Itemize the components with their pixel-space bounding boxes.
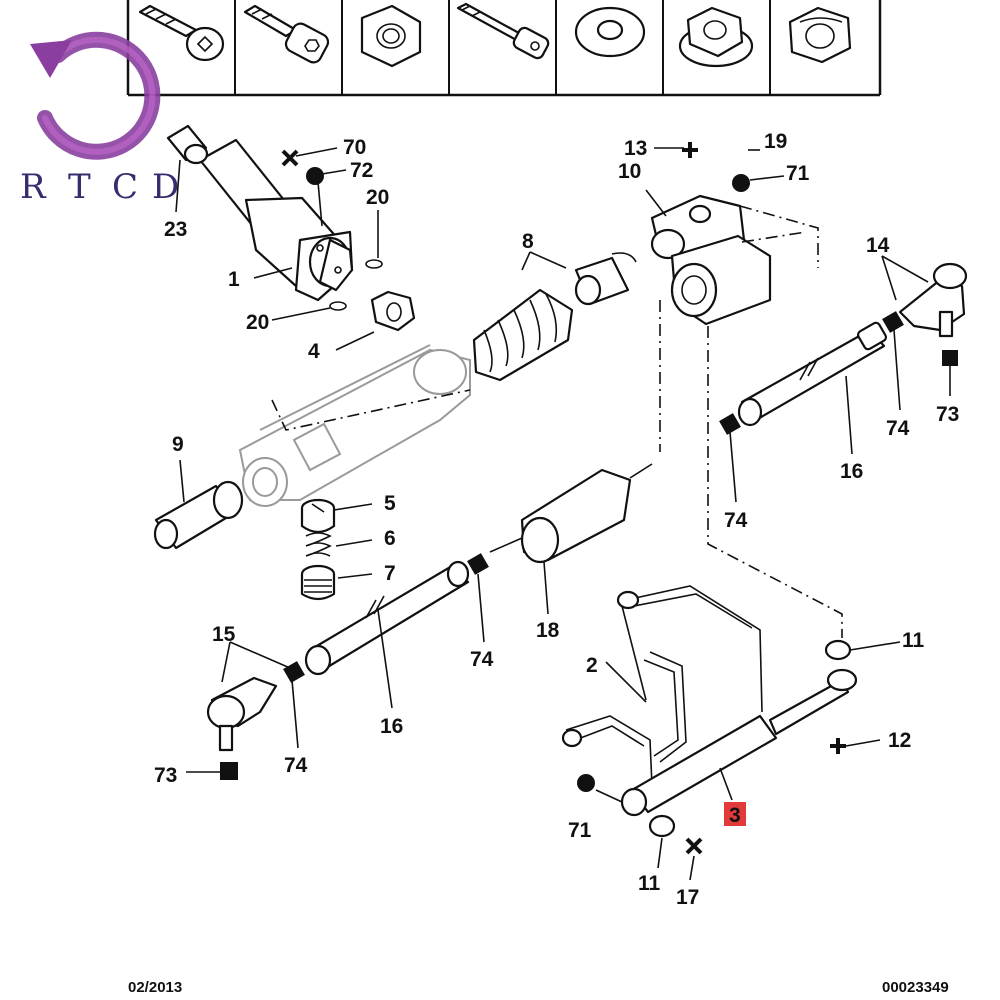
highlight-box-3: [724, 802, 746, 826]
leader-lines: [175, 147, 951, 881]
callout-11b: 11: [638, 872, 661, 895]
bush-part-11b: [648, 814, 676, 838]
square-symbol: [467, 553, 489, 575]
long-socket-bolt-icon: [456, 2, 550, 60]
cross-symbol: [281, 149, 299, 167]
callout-74d: 74: [284, 754, 308, 777]
dot-symbol: [306, 167, 324, 185]
bellows-part-8: [472, 252, 637, 382]
cap-part-23: [166, 124, 209, 165]
square-symbol: [942, 350, 958, 366]
o-ring-20b: [329, 301, 347, 311]
hex-nut-icon: [360, 4, 422, 68]
tie-rod-left: [304, 560, 470, 676]
callout-70: 70: [343, 136, 366, 159]
callout-18: 18: [536, 619, 560, 642]
bellows-part-18: [489, 463, 653, 564]
callout-74c: 74: [470, 648, 494, 671]
callout-74b: 74: [724, 509, 748, 532]
square-symbol: [719, 413, 741, 435]
adjuster-part-7: [300, 564, 336, 601]
pinion-assembly: [198, 138, 354, 302]
logo-letter-d: D: [152, 167, 179, 207]
ball-joint-left: [206, 676, 278, 752]
o-ring-20a: [365, 259, 383, 269]
assembly-lines: [271, 205, 843, 638]
cross-symbol: [830, 738, 846, 754]
pipes-part-2: [561, 585, 763, 787]
dot-symbol: [577, 774, 595, 792]
callout-6: 6: [384, 527, 396, 550]
callout-5: 5: [384, 492, 396, 515]
callout-17: 17: [676, 886, 699, 909]
rack-housing: [238, 344, 471, 507]
square-symbol: [283, 661, 305, 683]
footer-reference: 00023349: [882, 979, 949, 996]
fastener-strip: [126, 0, 882, 97]
bush-part-11a: [824, 639, 852, 661]
callout-16b: 16: [380, 715, 403, 738]
logo-letter-c: C: [112, 167, 138, 207]
plunger-part-5: [300, 498, 336, 534]
logo-letter-r: R: [20, 167, 47, 207]
callout-74a: 74: [886, 417, 910, 440]
callout-8: 8: [522, 230, 534, 253]
torx-screw-icon: [138, 4, 225, 62]
flanged-nut-icon: [678, 6, 754, 68]
dot-symbol: [732, 174, 750, 192]
callout-3: 3: [729, 804, 741, 827]
flat-washer-icon: [574, 6, 646, 58]
callout-11a: 11: [902, 629, 925, 652]
callout-2: 2: [586, 654, 598, 677]
callout-71b: 71: [568, 819, 592, 842]
callout-10: 10: [618, 160, 641, 183]
callout-71a: 71: [786, 162, 810, 185]
nut-part-4: [370, 290, 416, 332]
callout-20a: 20: [366, 186, 389, 209]
callout-20b: 20: [246, 311, 269, 334]
tie-rod-right: [737, 321, 888, 427]
callout-7: 7: [384, 562, 396, 585]
callout-15: 15: [212, 623, 236, 646]
square-symbol: [882, 311, 904, 333]
inner-end-part-9: [153, 480, 244, 550]
lock-nut-icon: [788, 6, 852, 64]
callout-4: 4: [308, 340, 320, 363]
callout-12: 12: [888, 729, 911, 752]
callout-1: 1: [228, 268, 240, 291]
callout-14: 14: [866, 234, 890, 257]
callout-13: 13: [624, 137, 647, 160]
callout-23: 23: [164, 218, 187, 241]
callout-19: 19: [764, 130, 787, 153]
spring-part-6: [305, 532, 332, 557]
logo-letter-t: T: [68, 167, 91, 207]
callout-73b: 73: [154, 764, 177, 787]
callout-73a: 73: [936, 403, 959, 426]
callout-16a: 16: [840, 460, 863, 483]
rtcd-logo: R T C D: [20, 31, 179, 207]
square-symbol: [220, 762, 238, 780]
ball-joint-right: [898, 262, 968, 338]
footer-date: 02/2013: [128, 979, 182, 996]
cross-symbol: [685, 837, 703, 855]
cylinder-part-3: [620, 668, 858, 817]
clamp-bracket-10: [650, 194, 772, 326]
callout-9: 9: [172, 433, 184, 456]
hex-socket-screw-icon: [243, 4, 330, 64]
cross-symbol: [682, 142, 698, 158]
callout-72: 72: [350, 159, 373, 182]
